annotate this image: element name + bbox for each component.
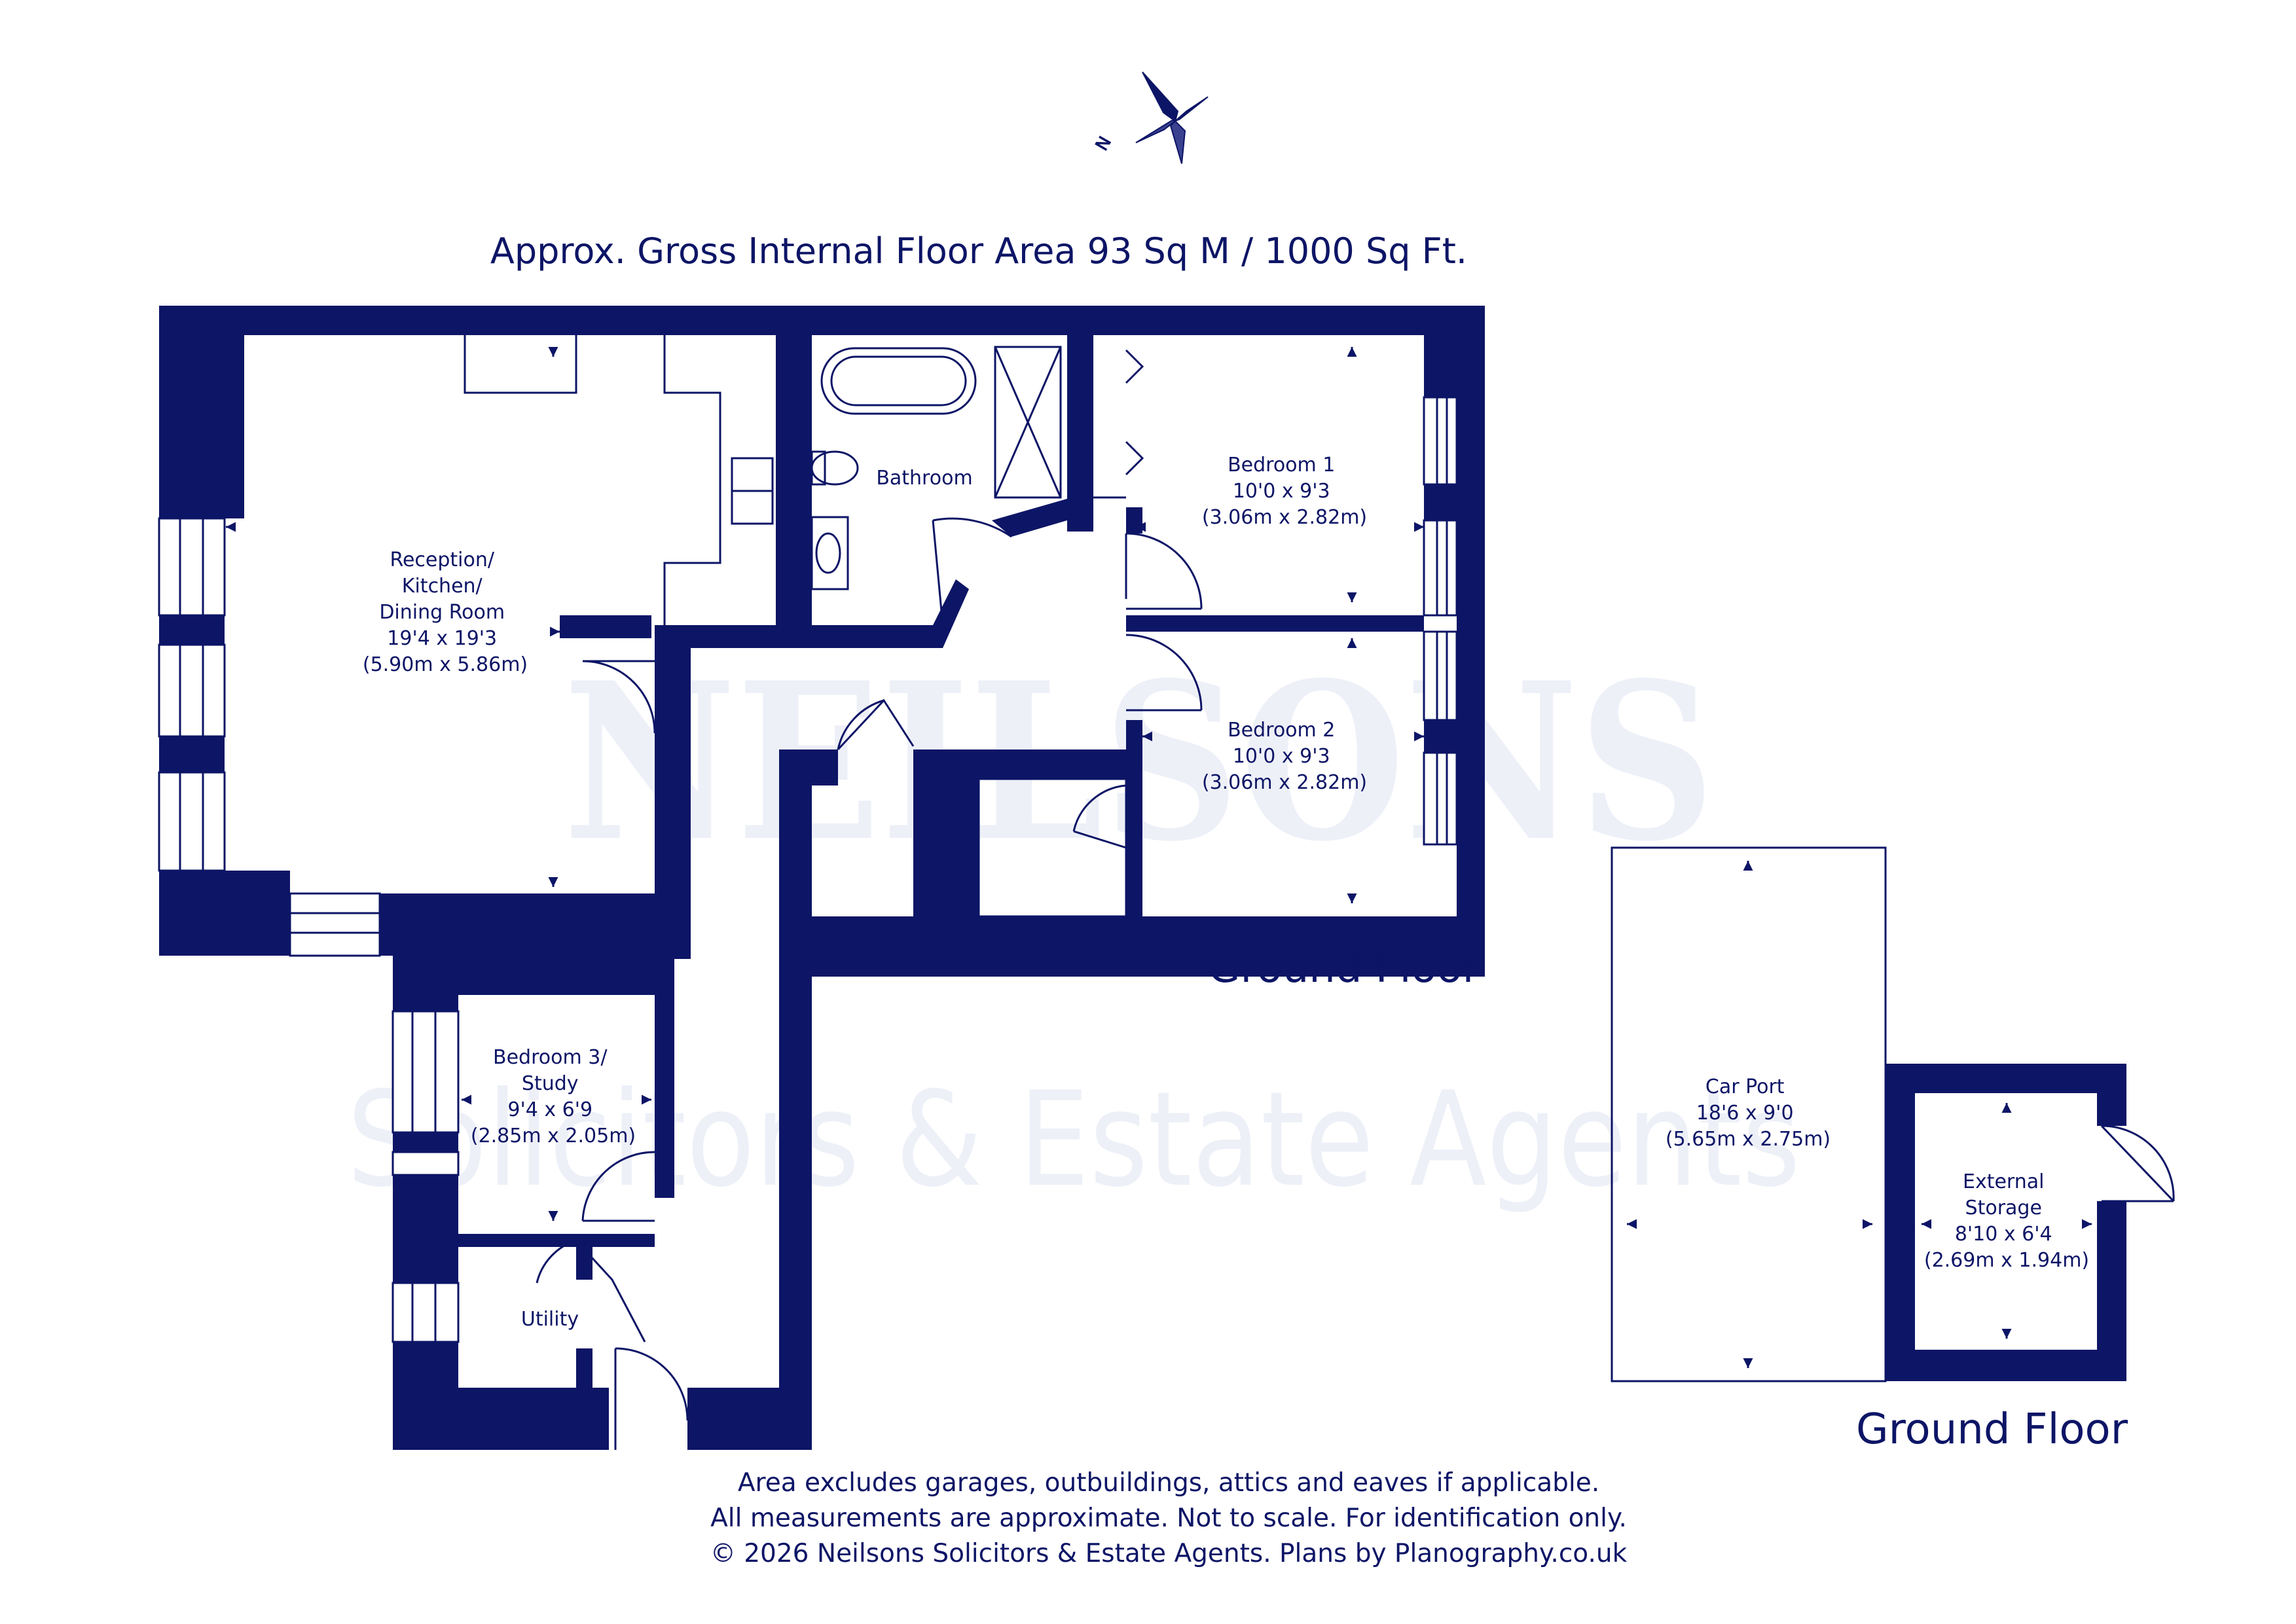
footer-line-1: Area excludes garages, outbuildings, att… [738,1468,1599,1498]
compass-north-label: N [1092,134,1116,154]
dimension-arrows [226,347,2092,1368]
floor-label-outbuilding: Ground Floor [1856,1405,2128,1454]
footer-line-2: All measurements are approximate. Not to… [710,1504,1627,1533]
floor-area-title: Approx. Gross Internal Floor Area 93 Sq … [490,230,1467,272]
room-utility: Utility [521,1308,579,1331]
room-bedroom-1: Bedroom 1 10'0 x 9'3 (3.06m x 2.82m) [1202,454,1367,529]
watermark-tagline: Solicitors & Estate Agents [347,1064,1800,1216]
floor-label-main: Ground Floor [1208,944,1480,992]
room-car-port: Car Port 18'6 x 9'0 (5.65m x 2.75m) [1666,1075,1831,1151]
room-bathroom: Bathroom [876,467,972,490]
windows [158,396,1458,1343]
room-reception: Reception/ Kitchen/ Dining Room 19'4 x 1… [363,549,528,676]
fixtures [464,335,1887,1382]
compass-rose-icon: N [1092,71,1209,164]
main-floor-walls [159,306,1485,1450]
watermark: NEILSONS Solicitors & Estate Agents [347,635,1800,1216]
room-labels: Reception/ Kitchen/ Dining Room 19'4 x 1… [363,454,2089,1331]
footer-notes: Area excludes garages, outbuildings, att… [710,1468,1628,1568]
footer-line-3: © 2026 Neilsons Solicitors & Estate Agen… [710,1539,1628,1568]
storage-walls [1886,1064,2126,1381]
room-external-storage: External Storage 8'10 x 6'4 (2.69m x 1.9… [1924,1170,2089,1272]
doors [536,517,2175,1450]
room-bedroom-3: Bedroom 3/ Study 9'4 x 6'9 (2.85m x 2.05… [471,1046,636,1147]
room-bedroom-2: Bedroom 2 10'0 x 9'3 (3.06m x 2.82m) [1202,719,1367,794]
